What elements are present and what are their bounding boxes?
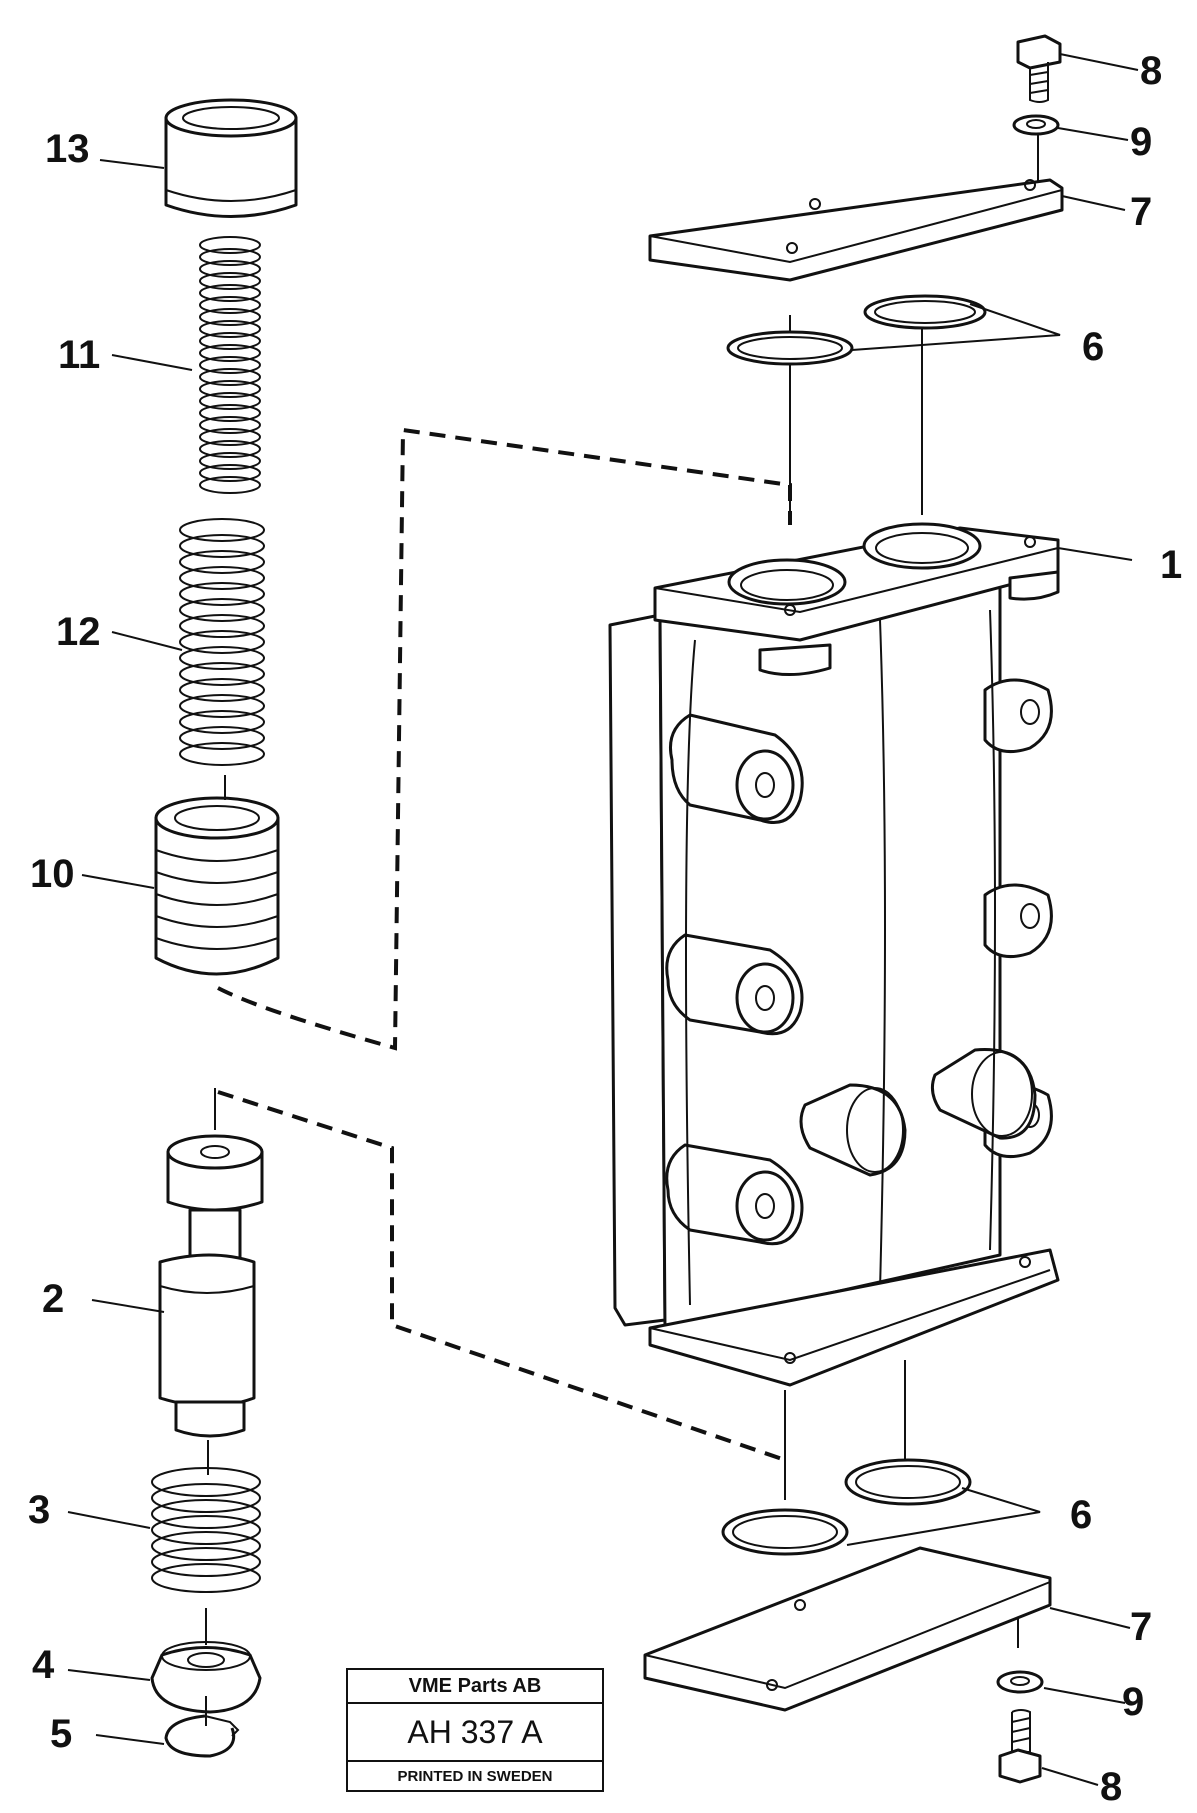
part-7-top-cover-plate [648, 178, 1064, 282]
spring-coil [199, 368, 261, 386]
part-11-inner-spring [199, 236, 261, 494]
callout-10: 10 [30, 852, 75, 896]
spring-coil [199, 476, 261, 494]
callout-11: 11 [58, 333, 100, 377]
callout-9-bottom: 9 [1122, 1680, 1144, 1724]
spring-coil [199, 392, 261, 410]
part-1-valve-housing [608, 522, 1060, 1387]
callout-13: 13 [45, 127, 90, 171]
spring-coil [179, 598, 265, 622]
spring-coil [199, 464, 261, 482]
title-block: VME Parts AB AH 337 A PRINTED IN SWEDEN [346, 1668, 604, 1792]
spring-coil [151, 1483, 261, 1513]
spring-coil [179, 518, 265, 542]
part-8-top-bolt [1016, 34, 1062, 103]
part-10-sleeve [154, 796, 280, 976]
spring-coil [151, 1499, 261, 1529]
part-13-cap [164, 98, 298, 218]
callout-7-top: 7 [1130, 190, 1152, 234]
callout-8-top: 8 [1140, 49, 1162, 93]
spring-coil [179, 534, 265, 558]
callout-12: 12 [56, 610, 101, 654]
spring-coil [151, 1563, 261, 1593]
spring-coil [179, 630, 265, 654]
callout-3: 3 [28, 1488, 50, 1532]
spring-coil [179, 742, 265, 766]
callout-7-bottom: 7 [1130, 1605, 1152, 1649]
part-2-valve-spool [158, 1134, 264, 1438]
spring-coil [151, 1547, 261, 1577]
dashed-guide-lines [217, 427, 792, 1462]
spring-coil [199, 356, 261, 374]
part-7-bottom-cover-plate [643, 1546, 1052, 1712]
callout-5: 5 [50, 1712, 72, 1756]
callout-labels: 13 11 12 10 2 3 4 5 8 9 7 6 1 6 7 9 8 [28, 49, 1182, 1809]
spring-coil [151, 1531, 261, 1561]
callout-9-top: 9 [1130, 120, 1152, 164]
callout-8-bottom: 8 [1100, 1765, 1122, 1809]
spring-coil [199, 428, 261, 446]
callout-4: 4 [32, 1643, 55, 1687]
part-4-spring-seat [150, 1641, 262, 1714]
part-12-outer-spring [179, 518, 265, 766]
callout-6-top: 6 [1082, 325, 1104, 369]
company-name: VME Parts AB [348, 1670, 602, 1704]
spring-coil [199, 272, 261, 290]
part-9-bottom-washer [996, 1670, 1044, 1694]
spring-coil [199, 308, 261, 326]
spring-coil [179, 710, 265, 734]
spring-coil [179, 662, 265, 686]
spring-coil [151, 1515, 261, 1545]
spring-coil [179, 694, 265, 718]
leader-lines [67, 53, 1139, 1786]
part-6-bottom-seal-rings [721, 1458, 972, 1556]
spring-coil [199, 332, 261, 350]
spring-coil [199, 296, 261, 314]
spring-coil [199, 416, 261, 434]
callout-1: 1 [1160, 543, 1182, 587]
callout-6-bottom: 6 [1070, 1493, 1092, 1537]
spring-coil [199, 236, 261, 254]
spring-coil [179, 550, 265, 574]
spring-coil [199, 320, 261, 338]
spring-coil [199, 248, 261, 266]
spring-coil [179, 646, 265, 670]
spring-coil [179, 678, 265, 702]
spring-coil [199, 380, 261, 398]
printed-note: PRINTED IN SWEDEN [348, 1760, 602, 1792]
spring-coil [179, 582, 265, 606]
drawing-code: AH 337 A [407, 1714, 543, 1750]
spring-coil [199, 452, 261, 470]
spring-coil [179, 726, 265, 750]
spring-coil [179, 566, 265, 590]
part-8-bottom-bolt [998, 1709, 1042, 1784]
part-3-spring [151, 1467, 261, 1593]
spring-coil [199, 440, 261, 458]
spring-coil [199, 404, 261, 422]
spring-coil [199, 260, 261, 278]
spring-coil [199, 344, 261, 362]
part-5-circlip [164, 1714, 240, 1758]
part-9-top-washer [1012, 114, 1060, 136]
spring-coil [179, 614, 265, 638]
callout-2: 2 [42, 1277, 64, 1321]
spring-coil [199, 284, 261, 302]
spring-coil [151, 1467, 261, 1497]
part-6-top-seal-rings [726, 294, 987, 366]
